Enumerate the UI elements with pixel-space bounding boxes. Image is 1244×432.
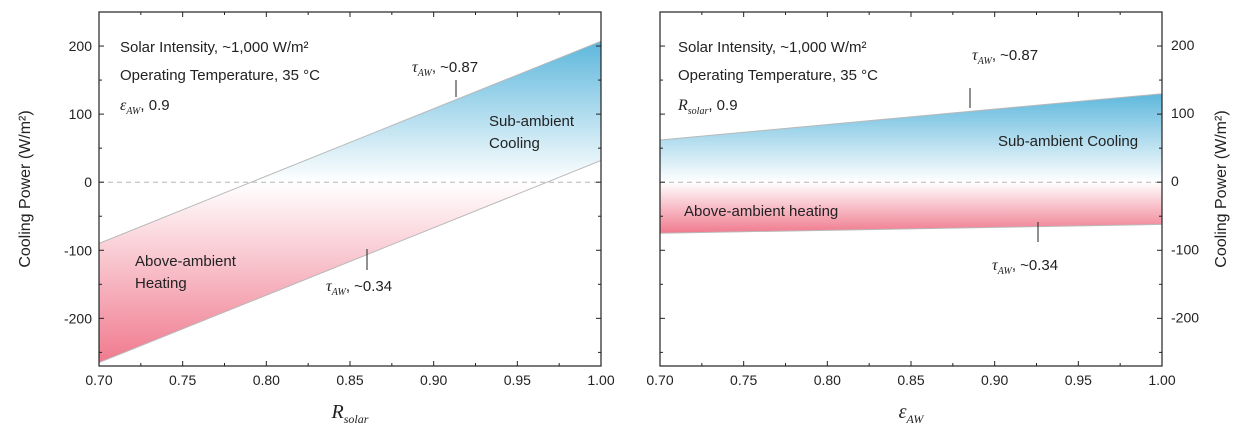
x-tick-label: 1.00 xyxy=(587,372,614,388)
x-tick-label: 0.90 xyxy=(981,372,1008,388)
x-tick-label: 1.00 xyxy=(1148,372,1175,388)
y-tick-label: 100 xyxy=(69,106,93,122)
x-tick-label: 0.75 xyxy=(169,372,196,388)
right-panel: 0.70 0.75 0.80 0.85 0.90 0.95 1.00 200 100 0 -100 -… xyxy=(646,11,1230,426)
condition-note: Solar Intensity, ~1,000 W/m² xyxy=(120,39,309,56)
heating-label: Above-ambient xyxy=(135,253,237,270)
boundary-label: τAW, ~0.87 xyxy=(972,47,1038,67)
upper-boundary-line xyxy=(660,93,1162,141)
x-tick-label: 0.70 xyxy=(85,372,112,388)
y-tick-label: 200 xyxy=(69,38,93,54)
lower-boundary-line xyxy=(660,223,1162,234)
y-tick-label: -200 xyxy=(1171,309,1199,325)
y-axis-label: Cooling Power (W/m²) xyxy=(1213,110,1230,267)
x-axis-label: εAW xyxy=(899,401,925,426)
x-tick-label: 0.95 xyxy=(504,372,531,388)
y-tick-label: -200 xyxy=(64,310,92,326)
x-tick-label: 0.85 xyxy=(897,372,924,388)
x-axis-label: Rsolar xyxy=(331,401,369,426)
x-tick-label: 0.95 xyxy=(1065,372,1092,388)
y-tick-label: 0 xyxy=(1171,173,1179,189)
y-tick-label: 0 xyxy=(84,174,92,190)
x-tick-label: 0.70 xyxy=(646,372,673,388)
boundary-label: τAW, ~0.34 xyxy=(326,278,392,298)
cooling-label: Sub-ambient Cooling xyxy=(998,133,1138,150)
cooling-label: Cooling xyxy=(489,135,540,152)
heating-label: Heating xyxy=(135,275,187,292)
x-tick-label: 0.80 xyxy=(253,372,280,388)
lower-boundary-line xyxy=(99,159,601,364)
left-panel: 0.70 0.75 0.80 0.85 0.90 0.95 1.00 200 100 0 -100 -… xyxy=(17,11,615,426)
y-axis-label: Cooling Power (W/m²) xyxy=(17,110,34,267)
parameter-note: Rsolar, 0.9 xyxy=(677,97,738,117)
heating-label: Above-ambient heating xyxy=(684,203,838,220)
parameter-note: εAW, 0.9 xyxy=(120,97,170,117)
cooling-region xyxy=(660,93,1162,183)
boundary-label: τAW, ~0.34 xyxy=(992,257,1058,277)
y-tick-label: 100 xyxy=(1171,105,1195,121)
y-tick-label: -100 xyxy=(64,242,92,258)
y-tick-label: -100 xyxy=(1171,241,1199,257)
upper-boundary-line xyxy=(99,40,601,244)
boundary-label: τAW, ~0.87 xyxy=(412,59,478,79)
plot-area xyxy=(660,93,1162,234)
cooling-label: Sub-ambient xyxy=(489,113,575,130)
x-tick-label: 0.85 xyxy=(336,372,363,388)
condition-note: Operating Temperature, 35 °C xyxy=(120,67,320,84)
condition-note: Solar Intensity, ~1,000 W/m² xyxy=(678,39,867,56)
heating-region xyxy=(660,182,1162,234)
plot-area xyxy=(99,40,601,364)
x-tick-label: 0.75 xyxy=(730,372,757,388)
condition-note: Operating Temperature, 35 °C xyxy=(678,67,878,84)
y-tick-label: 200 xyxy=(1171,37,1195,53)
x-tick-label: 0.90 xyxy=(420,372,447,388)
x-tick-label: 0.80 xyxy=(814,372,841,388)
